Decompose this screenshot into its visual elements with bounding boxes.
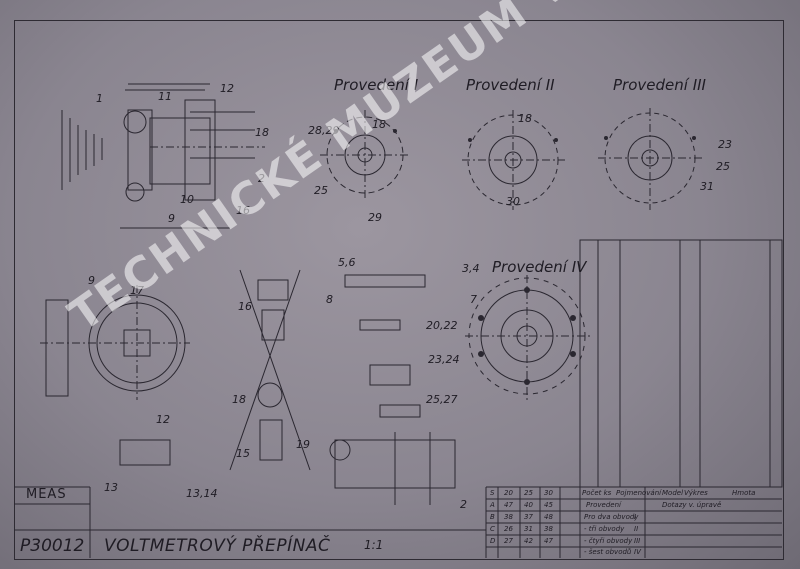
callout: 11 (158, 90, 172, 103)
tb-row-key: D (490, 537, 496, 545)
tb-variant-code: IV (634, 548, 641, 556)
tb-variant-code: I (634, 513, 637, 521)
callout: 15 (236, 447, 250, 460)
callout: 30 (506, 195, 520, 208)
drawing-code: P30012 (20, 536, 85, 556)
tb-col-s: S (490, 489, 495, 497)
drawing-title: VOLTMETROVÝ PŘEPÍNAČ (104, 536, 331, 556)
callout: 13 (104, 481, 118, 494)
callout: 12 (220, 82, 234, 95)
tb-head-draw: Výkres (684, 489, 708, 497)
tb-cell: 48 (544, 513, 553, 521)
callout: 17 (130, 284, 144, 297)
callout: 18 (255, 126, 269, 139)
callout: 13,14 (186, 487, 218, 500)
callout: 19 (296, 438, 310, 451)
tb-head-mat: Hmota (732, 489, 756, 497)
callout: 25,27 (426, 393, 458, 406)
callout: 23 (718, 138, 732, 151)
callout: 1 (96, 92, 103, 105)
callout: 25 (314, 184, 328, 197)
prov4-label: Provedení IV (492, 258, 587, 276)
callout: 2 (460, 498, 467, 511)
drawing-frame (14, 20, 784, 560)
callout: 18 (232, 393, 246, 406)
prov2-view (462, 110, 565, 210)
tb-cell: 40 (524, 501, 533, 509)
callout: 2 (258, 172, 265, 185)
callout: 31 (700, 180, 714, 193)
tb-variant: - šest obvodů (584, 548, 632, 556)
maker-label: MEAS (26, 487, 67, 502)
parts-list-table (579, 239, 783, 488)
callout: 9 (168, 212, 175, 225)
prov2-label: Provedení II (466, 76, 555, 94)
callout: 18 (372, 118, 386, 131)
tb-variant: Pro dva obvody (584, 513, 639, 521)
tb-cell: 26 (504, 525, 513, 533)
callout: 25 (716, 160, 730, 173)
callout: 20,22 (426, 319, 458, 332)
tb-col-20: 20 (504, 489, 513, 497)
tb-col-30: 30 (544, 489, 553, 497)
tb-row-key: C (490, 525, 495, 533)
callout: 7 (470, 293, 477, 306)
tb-cell: 37 (524, 513, 533, 521)
tb-cell: 38 (544, 525, 553, 533)
tb-col-25: 25 (524, 489, 533, 497)
tb-cell: 45 (544, 501, 553, 509)
tb-head-prov: Provedení (586, 501, 621, 509)
callout: 29 (368, 211, 382, 224)
callout: 18 (518, 112, 532, 125)
parts-view (119, 269, 456, 505)
callout: 16 (236, 204, 250, 217)
callout: 3,4 (462, 262, 480, 275)
tb-head-detail: Dotazy v. úpravě (662, 501, 722, 509)
tb-row-key: A (490, 501, 495, 509)
tb-cell: 27 (504, 537, 513, 545)
tb-variant-code: III (634, 537, 641, 545)
tb-cell: 31 (524, 525, 533, 533)
callout: 16 (238, 300, 252, 313)
tb-cell: 47 (544, 537, 553, 545)
tb-head-model: Model (662, 489, 684, 497)
prov3-view (598, 108, 705, 210)
callout: 28,29 (308, 124, 340, 137)
tb-head-ks: Počet ks (582, 489, 612, 497)
tb-variant: - čtyři obvody (584, 537, 633, 545)
tb-cell: 42 (524, 537, 533, 545)
tb-row-key: B (490, 513, 495, 521)
callout: 12 (156, 413, 170, 426)
callout: 8 (326, 293, 333, 306)
tb-head-name: Pojmenování (616, 489, 662, 497)
callout: 9 (88, 274, 95, 287)
prov1-label: Provedení I (334, 76, 419, 94)
prov3-label: Provedení III (613, 76, 706, 94)
callout: 5,6 (338, 256, 356, 269)
callout: 10 (180, 193, 194, 206)
tb-cell: 47 (504, 501, 513, 509)
disc-view (40, 285, 190, 400)
prov1-view (320, 110, 410, 200)
callout: 23,24 (428, 353, 460, 366)
tb-variant: - tři obvody (584, 525, 625, 533)
tb-cell: 38 (504, 513, 513, 521)
drawing-scale: 1:1 (364, 538, 384, 552)
main-assembly-view (61, 83, 265, 229)
tb-variant-code: II (634, 525, 639, 533)
title-block: S 20 25 30 A 47 40 45 B 38 37 48 C 26 31… (486, 487, 782, 558)
